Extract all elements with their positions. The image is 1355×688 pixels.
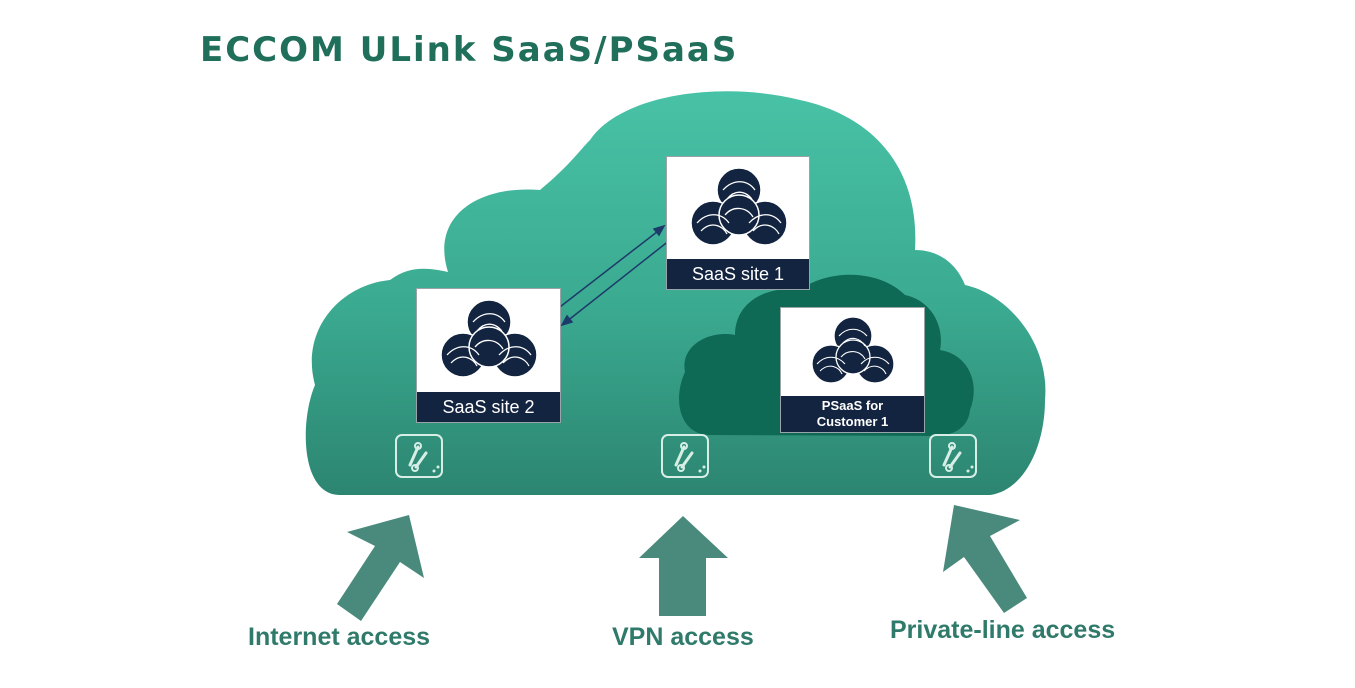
vpn-access-arrow — [639, 516, 728, 616]
saas-site-1-label: SaaS site 1 — [667, 259, 809, 289]
private-line-access-arrow — [943, 505, 1027, 613]
psaas-customer-1-card[interactable]: PSaaS for Customer 1 — [780, 307, 925, 433]
private-line-access-label: Private-line access — [890, 616, 1116, 644]
vpn-access-label: VPN access — [612, 623, 754, 651]
saas-site-1-card[interactable]: SaaS site 1 — [666, 156, 810, 290]
saas-network-icon — [440, 299, 538, 378]
psaas-customer-1-label: PSaaS for Customer 1 — [781, 396, 924, 432]
site-link-arrows — [555, 224, 671, 327]
psaas-label-line2: Customer 1 — [816, 414, 889, 429]
saas-site-2-card[interactable]: SaaS site 2 — [416, 288, 561, 423]
saas-site-2-label: SaaS site 2 — [417, 392, 560, 422]
internet-access-arrow — [337, 515, 424, 621]
saas-network-icon — [811, 316, 895, 384]
saas-network-icon — [690, 167, 788, 246]
psaas-label-line1: PSaaS for — [821, 398, 884, 413]
diagram-title: ECCOM ULink SaaS/PSaaS — [200, 30, 739, 70]
internet-access-label: Internet access — [248, 623, 431, 651]
